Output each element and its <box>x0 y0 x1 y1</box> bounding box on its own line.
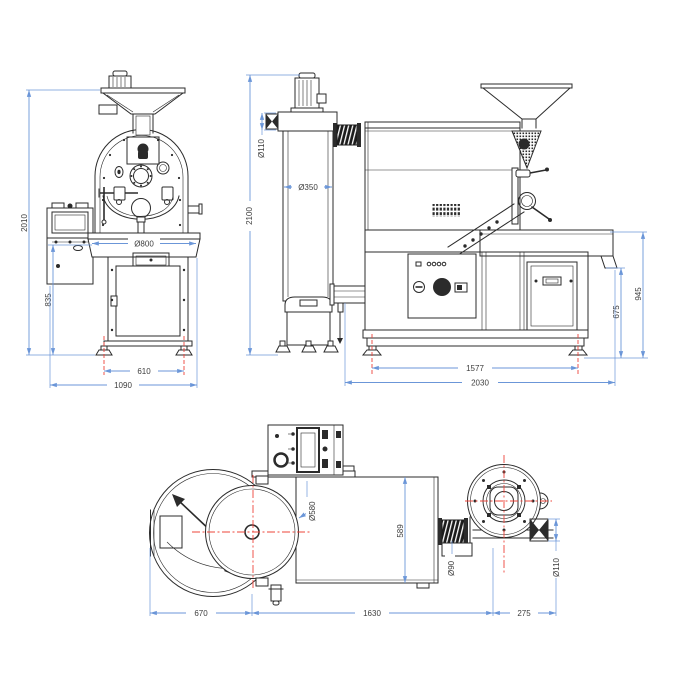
front-cooling-tray <box>87 232 201 269</box>
side-control-panel <box>407 253 477 319</box>
burner-pipe <box>333 285 366 304</box>
foot <box>175 349 193 356</box>
top-dimensions: 589 Ø580 Ø90 Ø110 670 1630 275 <box>149 477 561 618</box>
burner-window <box>126 136 160 165</box>
vent-grid <box>432 204 460 217</box>
dim-side-inlet-diameter: Ø110 <box>257 138 266 158</box>
dim-side-overall-length: 2030 <box>471 379 489 388</box>
dim-top-duct-diameter: Ø90 <box>447 560 456 576</box>
hopper-side <box>480 83 573 89</box>
panel-knob-top <box>273 452 289 468</box>
cyclone-motor-cap <box>298 72 316 79</box>
dim-side-cyclone-diameter: Ø350 <box>298 183 318 192</box>
tray-gate <box>159 515 183 549</box>
inspection-port <box>156 161 170 175</box>
motor-cap <box>112 70 128 77</box>
dim-side-overall-height: 2100 <box>245 207 254 225</box>
cabinet-display <box>542 276 562 286</box>
door-handle <box>531 206 550 220</box>
cyclone-header <box>277 111 338 132</box>
hopper-motor <box>108 75 132 89</box>
front-drum <box>94 113 203 236</box>
top-control-box <box>251 424 356 478</box>
front-view: 2010 835 Ø800 610 1090 <box>18 70 203 390</box>
dim-front-overall-height: 2010 <box>20 214 29 232</box>
chaff-bin <box>284 296 333 346</box>
dim-front-tray-diameter: Ø800 <box>134 240 154 249</box>
door-pivot <box>518 192 536 210</box>
suction-duct <box>441 519 465 544</box>
dim-side-feet-span: 1577 <box>466 364 484 373</box>
flex-duct <box>336 124 358 146</box>
bean-probe-port <box>114 166 124 178</box>
side-view: 2100 Ø110 Ø350 675 945 1577 2030 <box>243 72 648 388</box>
panel-display-top <box>296 427 320 473</box>
control-knob <box>433 278 451 296</box>
cyclone-body <box>282 130 334 302</box>
cyclone-assembly <box>265 72 361 353</box>
hopper-funnel <box>101 92 185 115</box>
side-dimensions: 2100 Ø110 Ø350 675 945 1577 2030 <box>243 74 648 388</box>
foot <box>95 349 113 356</box>
dim-top-body-width: 589 <box>396 524 405 538</box>
hopper-lid <box>100 87 186 94</box>
side-cabinet <box>526 261 578 331</box>
fan-assembly-top <box>438 455 554 575</box>
dim-top-outlet-offset: 275 <box>517 609 531 618</box>
dim-top-plate-diameter: Ø580 <box>308 501 317 521</box>
dim-side-tray-height: 945 <box>634 287 643 301</box>
front-base-cabinet <box>95 256 193 375</box>
side-handle <box>187 205 201 214</box>
front-dimensions: 2010 835 Ø800 610 1090 <box>18 89 198 390</box>
dim-front-overall-width: 1090 <box>114 381 132 390</box>
front-control-panel <box>46 202 94 285</box>
front-hopper <box>98 70 186 115</box>
funnel-bracket <box>98 104 118 115</box>
dial-icon <box>413 281 425 293</box>
dim-side-discharge-height: 675 <box>612 305 621 319</box>
front-spout-top <box>268 584 284 606</box>
perforated-chute <box>511 130 542 170</box>
dim-top-body-length: 1630 <box>363 609 381 618</box>
dim-front-feet-span: 610 <box>137 367 151 376</box>
machine-side <box>329 83 618 374</box>
top-view: 589 Ø580 Ø90 Ø110 670 1630 275 <box>149 424 561 618</box>
tray-spout <box>600 255 618 269</box>
dim-front-base-height: 835 <box>44 293 53 307</box>
machine-body-top <box>295 476 439 584</box>
dim-top-outlet-diameter: Ø110 <box>552 557 561 577</box>
trier-side <box>515 169 531 178</box>
dim-top-tray-offset: 670 <box>194 609 208 618</box>
sight-glass <box>129 164 153 188</box>
